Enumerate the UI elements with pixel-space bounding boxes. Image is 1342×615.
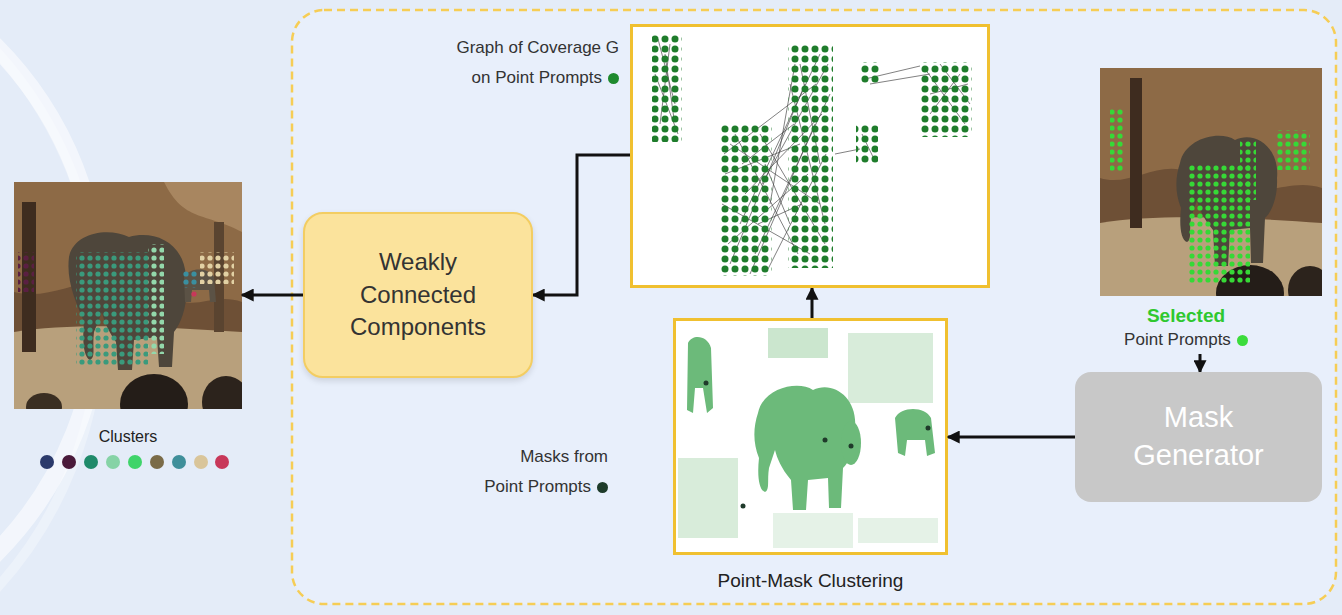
mask-panel-node: Point-Mask Clustering (673, 318, 948, 600)
graph-plot-part (630, 24, 990, 288)
mask-panel-part (768, 328, 828, 358)
mask-panel-part (678, 458, 738, 538)
box-text: Weakly Connected Components (348, 246, 488, 343)
cluster-color-dots-part (84, 455, 98, 469)
cluster-color-dots-part (40, 455, 54, 469)
cluster-photo-part (148, 244, 164, 354)
mask-panel-part (741, 504, 746, 509)
graph-plot-part (856, 124, 878, 164)
graph-plot (630, 24, 990, 288)
image-caption: SelectedPoint Prompts (1124, 304, 1298, 354)
panel-title: Graph of Coverage G on Point Prompts (444, 33, 619, 93)
box-label: Mask Generator (1133, 401, 1264, 471)
text-line: Point-Mask Clustering (718, 569, 904, 594)
cluster-color-dots-part (194, 455, 208, 469)
arrow-connector (1199, 354, 1202, 372)
text-line: Selected (1124, 304, 1248, 329)
mask-panel-part (675, 320, 947, 554)
mask-panel-part (754, 386, 855, 510)
cluster-photo-part (202, 376, 242, 409)
cluster-color-dots-part (62, 455, 76, 469)
mask-panel-part (848, 333, 933, 403)
caption: Clusters (99, 428, 158, 445)
point-marker (1237, 335, 1248, 346)
graph-plot-part (860, 62, 880, 84)
mask-panel-part (858, 518, 938, 543)
mask-panel-part (823, 438, 828, 443)
point-marker (597, 482, 608, 493)
cluster-photo-part (191, 291, 196, 296)
cluster-photo-part (68, 232, 186, 370)
graph-plot-part (920, 62, 972, 137)
mask-panel-part (849, 444, 854, 449)
point-marker (608, 73, 619, 84)
annotation-block: Masks from Point Prompts (480, 442, 608, 502)
mask-panel-part (926, 426, 931, 431)
cluster-photo-part (120, 374, 188, 409)
text-line: Weakly Connected Components (348, 246, 488, 343)
selected-points-photo-part (1130, 78, 1142, 228)
input-image-panel: SelectedPoint Prompts (1100, 68, 1322, 354)
graph-plot-part (788, 44, 833, 268)
arrow-connector (811, 288, 814, 318)
selected-points-photo-part (1288, 266, 1322, 296)
cluster-photo-part (26, 393, 62, 409)
output-image-panel: Clusters (14, 182, 242, 450)
image-caption: Clusters (99, 428, 158, 450)
cluster-photo-part (18, 252, 34, 292)
dashed-region (292, 10, 1336, 604)
mask-panel-part (773, 513, 853, 548)
annotation: Masks from Point Prompts (484, 447, 608, 496)
process-box: Mask Generator (1075, 372, 1322, 502)
cluster-photo-part (76, 252, 148, 367)
text-line: Clusters (99, 428, 158, 446)
cluster-photo-part (14, 182, 242, 409)
panel-caption: Point-Mask Clustering (718, 569, 904, 600)
box-label: Weakly Connected Components (350, 248, 486, 340)
panel-title: Graph of Coverage G on Point Prompts (456, 38, 619, 87)
arrow-connector (948, 436, 1075, 439)
cluster-color-dots-part (106, 455, 120, 469)
box-text: Mask Generator (1124, 399, 1274, 474)
panel-caption: Point-Mask Clustering (718, 570, 904, 591)
mask-panel-part (687, 337, 713, 413)
arrow-connector (242, 294, 303, 297)
caption: Point Prompts (1124, 330, 1231, 349)
cluster-photo-part (182, 270, 198, 288)
selected-points-photo (1100, 68, 1322, 296)
caption-heading: Selected (1147, 305, 1225, 326)
process-box: Weakly Connected Components (303, 212, 533, 378)
text-line: Graph of Coverage G on Point Prompts (444, 33, 619, 93)
graph-plot-part (720, 124, 772, 276)
text-line: Mask Generator (1124, 399, 1274, 474)
cluster-photo-part (164, 182, 242, 232)
cluster-color-dots-part (128, 455, 142, 469)
mask-panel (675, 320, 947, 554)
cluster-color-dots-part (150, 455, 164, 469)
cluster-photo-part (200, 252, 234, 284)
selected-points-photo-part (1100, 68, 1322, 296)
cluster-color-dots (40, 455, 229, 469)
cluster-color-dots-part (215, 455, 229, 469)
cluster-photo (14, 182, 242, 409)
selected-points-photo-part (1240, 140, 1256, 200)
cluster-color-dots-part (172, 455, 186, 469)
arrow-connector (533, 155, 630, 295)
mask-panel-part (704, 381, 709, 386)
mask-panel-part (841, 421, 861, 465)
graph-plot-part (652, 34, 682, 142)
graph-panel: Graph of Coverage G on Point Prompts (630, 24, 990, 288)
mask-panel-part (895, 409, 935, 456)
selected-points-photo-part (1276, 130, 1310, 170)
selected-points-photo-part (1110, 108, 1124, 173)
text-line: Point Prompts (1124, 328, 1248, 352)
